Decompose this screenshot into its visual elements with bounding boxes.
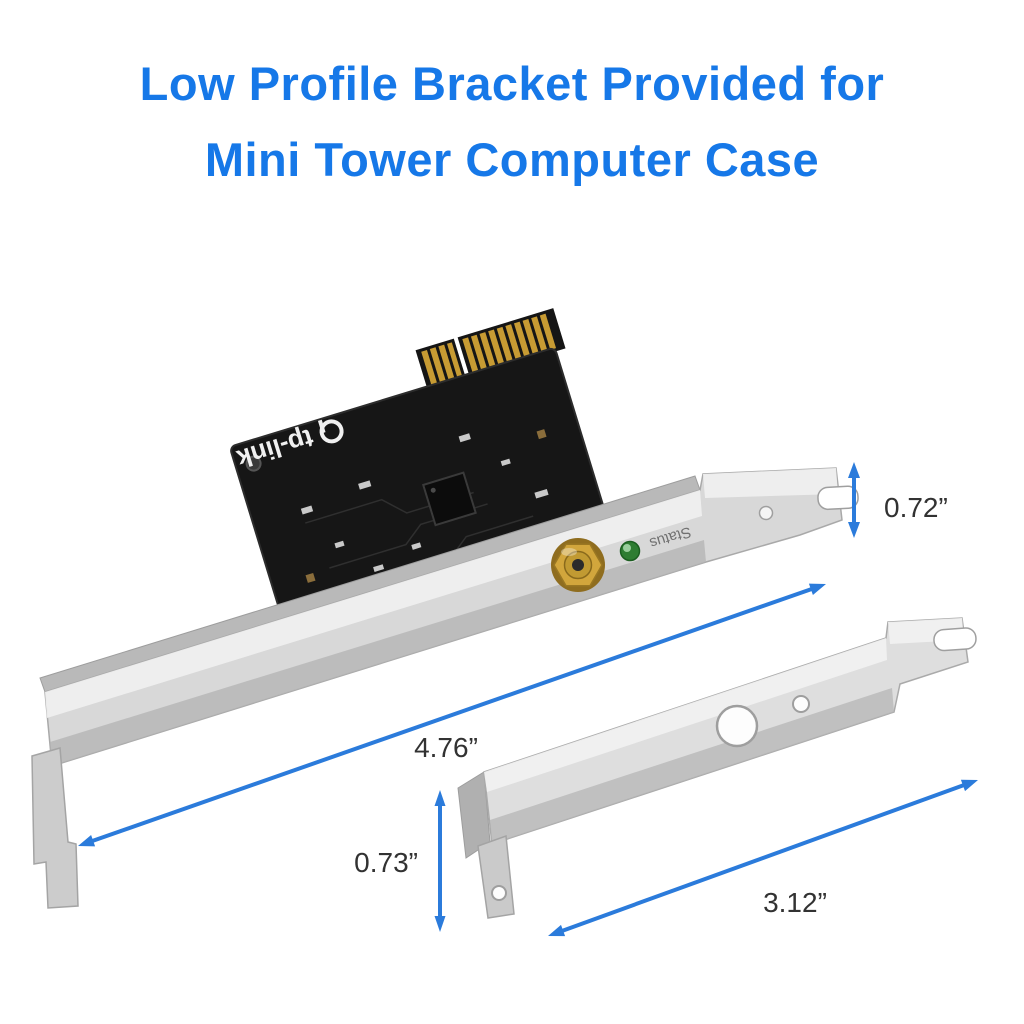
lp-bracket-highlight [484, 638, 887, 792]
lp-screw-notch-group [933, 627, 977, 652]
sma-highlight [561, 548, 577, 556]
lp-bracket-shadow [490, 688, 894, 844]
gold-finger [522, 318, 539, 356]
full-height-bracket: Status [31, 467, 859, 909]
gold-finger [496, 326, 514, 364]
headline-line-1: Low Profile Bracket Provided for [139, 57, 885, 110]
pcb-component [305, 572, 316, 583]
sma-center-pin-hole [572, 559, 584, 571]
pcb-component [458, 433, 471, 443]
bracket-screw-notch-group [817, 485, 859, 511]
dim-label-476: 4.76” [414, 732, 478, 763]
arrowhead-left [548, 924, 566, 937]
tplink-logo-icon [319, 419, 344, 444]
bracket-small-hole [758, 505, 774, 521]
pcb-component [536, 429, 547, 440]
arrowhead-left [78, 835, 96, 847]
gold-finger [470, 334, 488, 371]
dim-full-length: 4.76” [78, 583, 826, 847]
arrowhead-down [434, 916, 446, 932]
gold-finger [513, 321, 531, 358]
pcb-chip [421, 471, 477, 527]
arrowhead-down [848, 522, 860, 538]
lp-bracket-foot [477, 834, 515, 919]
dim-line [90, 586, 814, 844]
gold-finger [539, 313, 557, 350]
lp-screw-notch [933, 627, 977, 652]
arrowhead-right [808, 583, 826, 595]
dim-label-072: 0.72” [884, 492, 948, 523]
pcb-component [500, 458, 511, 467]
headline: Low Profile Bracket Provided for Mini To… [0, 46, 1024, 198]
lp-led-hole [792, 695, 810, 713]
dim-label-073: 0.73” [354, 847, 418, 878]
bracket-foot-hook [31, 747, 79, 909]
gold-finger [421, 349, 438, 387]
arrowhead-right [960, 779, 978, 792]
dim-label-312: 3.12” [763, 887, 827, 918]
low-profile-bracket [457, 617, 977, 919]
bracket-ear-highlight [703, 468, 838, 498]
gold-fingers [421, 313, 557, 387]
dim-lp-length: 3.12” [548, 779, 978, 937]
bracket-screw-notch [817, 485, 859, 511]
arrowhead-up [848, 462, 860, 478]
dim-line [560, 782, 966, 934]
dim-lp-height: 0.73” [354, 790, 446, 932]
pcb-component [334, 540, 345, 549]
tplink-logo-descender [317, 419, 326, 434]
gold-finger [505, 324, 522, 361]
arrowhead-up [434, 790, 446, 806]
chip-pin1-dot [430, 487, 436, 493]
pcb-component [358, 480, 372, 490]
pcb-mounting-hole [245, 455, 262, 472]
headline-line-2: Mini Tower Computer Case [204, 133, 820, 186]
sma-antenna-connector [551, 538, 605, 592]
gold-finger [531, 316, 548, 353]
dimension-annotations: 0.72” 4.76” 0.73” 3.12” [78, 462, 978, 937]
lp-antenna-hole [715, 704, 759, 748]
gold-finger [429, 347, 447, 384]
gold-finger [438, 344, 455, 381]
status-led [619, 540, 641, 562]
pcb-component [411, 542, 422, 550]
status-led-glint [623, 544, 631, 552]
gold-finger [479, 332, 496, 369]
pcie-edge-connector [415, 308, 566, 391]
bracket-shadow [50, 540, 706, 766]
lp-foot-hole [491, 885, 507, 901]
bracket-highlight [45, 490, 702, 718]
pcb-component [534, 488, 549, 499]
pcb-component [300, 505, 314, 515]
gold-finger [488, 329, 505, 366]
pcb-component [373, 564, 385, 572]
dim-full-ear-height: 0.72” [848, 462, 948, 538]
gold-finger [462, 337, 479, 374]
gold-finger [447, 342, 463, 379]
